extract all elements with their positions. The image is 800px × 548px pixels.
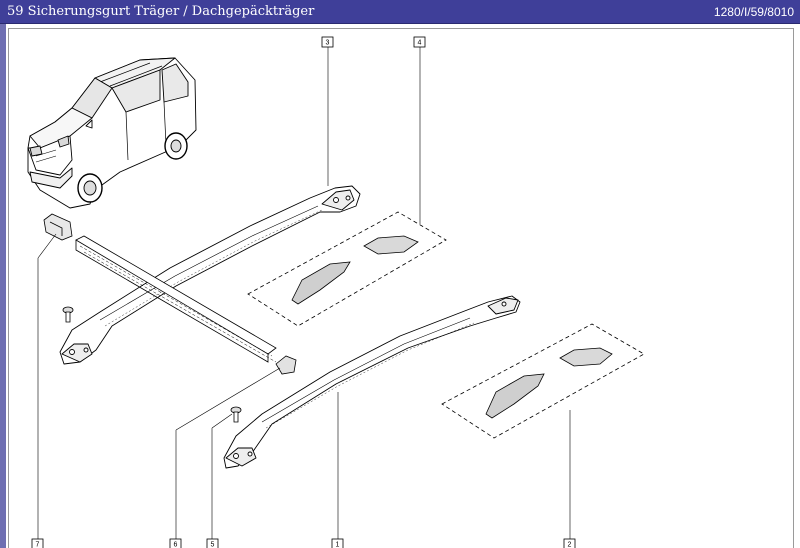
exploded-view-diagram: 3 4 7 6 5 1 2 [27,36,645,548]
clip-bracket [43,213,73,241]
callout-5-label: 5 [211,542,215,548]
callout-6-label: 6 [174,542,178,548]
cover-set-lower [441,323,645,439]
callout-3: 3 [321,36,334,48]
left-border-strip [0,24,6,548]
callout-7-label: 7 [36,542,40,548]
callout-6: 6 [169,538,182,548]
callout-2-label: 2 [568,542,572,548]
screw-upper [62,306,74,323]
callout-4-label: 4 [418,40,422,47]
cover-set-upper [247,211,447,327]
cross-strip [75,235,277,363]
screw-lower [230,406,242,423]
callout-3-label: 3 [326,40,330,47]
roof-rail-lower [223,295,521,469]
end-cap [275,355,297,375]
callout-4: 4 [413,36,426,48]
leader-lines [37,46,571,541]
callout-1: 1 [331,538,344,548]
callout-7: 7 [31,538,44,548]
diagram-frame [8,28,794,548]
callout-5: 5 [206,538,219,548]
title-bar: 59 Sicherungsgurt Träger / Dachgepäckträ… [0,0,800,24]
diagram-reference-number: 1280/I/59/8010 [713,5,794,19]
roof-rail-upper [59,185,361,365]
vehicle-illustration [27,57,197,209]
callout-1-label: 1 [336,542,340,548]
callout-2: 2 [563,538,576,548]
diagram-title: 59 Sicherungsgurt Träger / Dachgepäckträ… [7,4,315,19]
